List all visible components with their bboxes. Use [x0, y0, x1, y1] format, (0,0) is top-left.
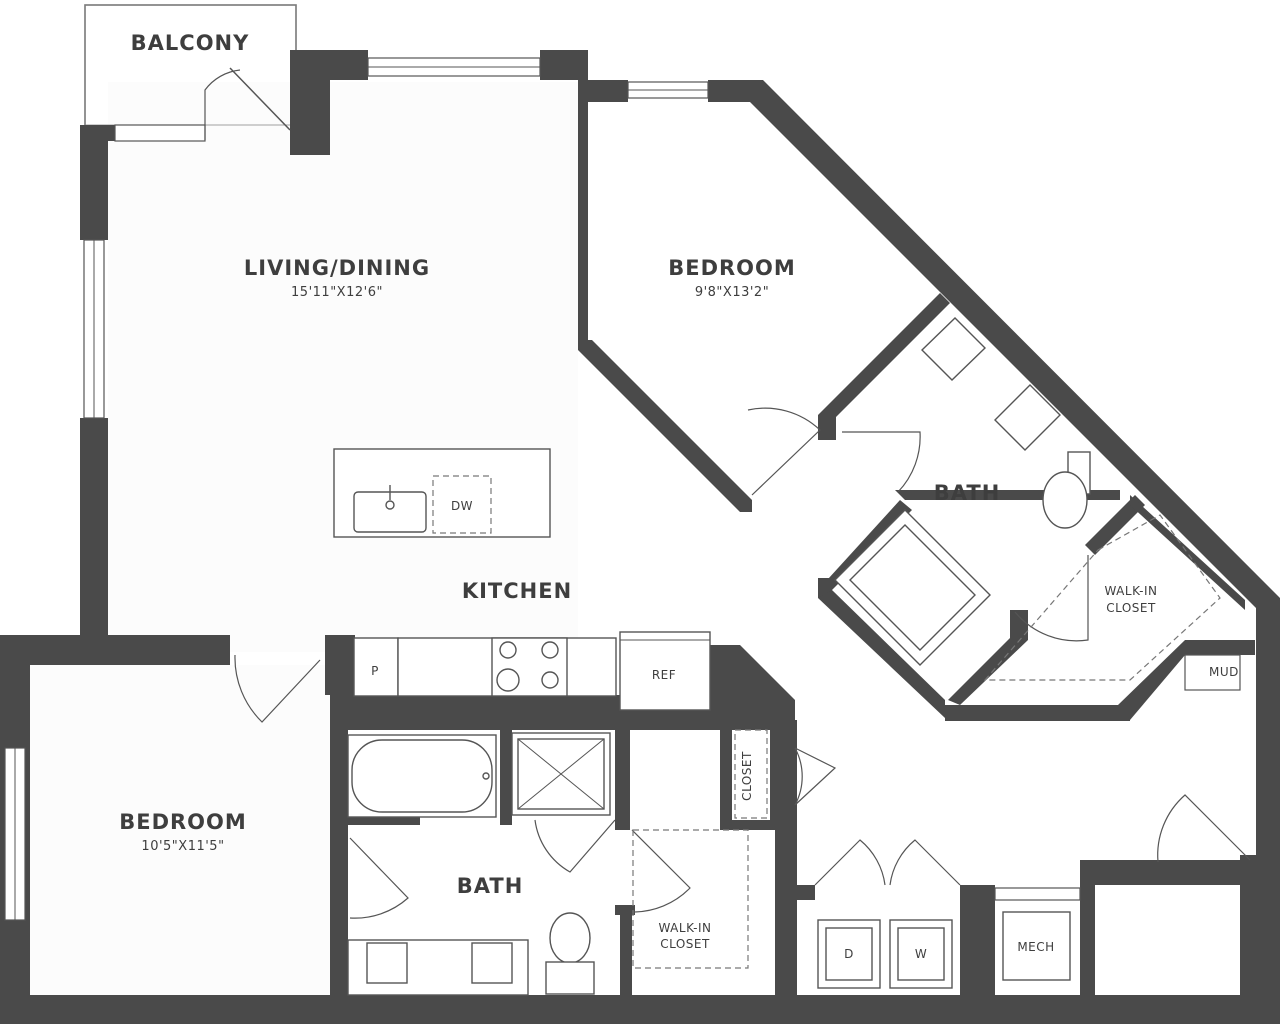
- dryer-label: D: [844, 947, 854, 961]
- laundry-fixtures: [817, 911, 1071, 989]
- walkin-closet-1-line1: WALK-IN: [1104, 584, 1157, 598]
- mud-label: MUD: [1209, 665, 1239, 679]
- closet-label: CLOSET: [740, 751, 754, 801]
- kitchen-counter: [353, 631, 711, 711]
- kitchen-island: [333, 448, 551, 538]
- walkin-closet-2-line2: CLOSET: [660, 937, 710, 951]
- refrigerator-label: REF: [652, 668, 676, 682]
- closet-rod: [734, 729, 768, 819]
- floor-area: [30, 82, 578, 995]
- living-dining-size: 15'11"X12'6": [291, 285, 383, 300]
- pantry-label: P: [371, 664, 379, 678]
- bedroom-2-size: 10'5"X11'5": [141, 839, 224, 854]
- walkin-closet-2-line1: WALK-IN: [658, 921, 711, 935]
- dishwasher-label: DW: [451, 499, 473, 513]
- bath-2-name: BATH: [457, 874, 524, 898]
- bath-1-name: BATH: [934, 481, 1001, 505]
- mech-label: MECH: [1017, 940, 1054, 954]
- bedroom-1-name: BEDROOM: [668, 256, 796, 280]
- bedroom-1-size: 9'8"X13'2": [695, 285, 769, 300]
- washer-label: W: [915, 947, 927, 961]
- living-dining-name: LIVING/DINING: [244, 256, 430, 280]
- bath-1-fixtures: [834, 317, 1221, 681]
- doors: [204, 67, 1251, 919]
- bath-2-fixtures: [347, 732, 749, 996]
- walkin-closet-1-line2: CLOSET: [1106, 601, 1156, 615]
- balcony-name: BALCONY: [131, 31, 250, 55]
- kitchen-name: KITCHEN: [462, 579, 572, 603]
- walls: [0, 50, 1280, 1024]
- bedroom-2-name: BEDROOM: [119, 810, 247, 834]
